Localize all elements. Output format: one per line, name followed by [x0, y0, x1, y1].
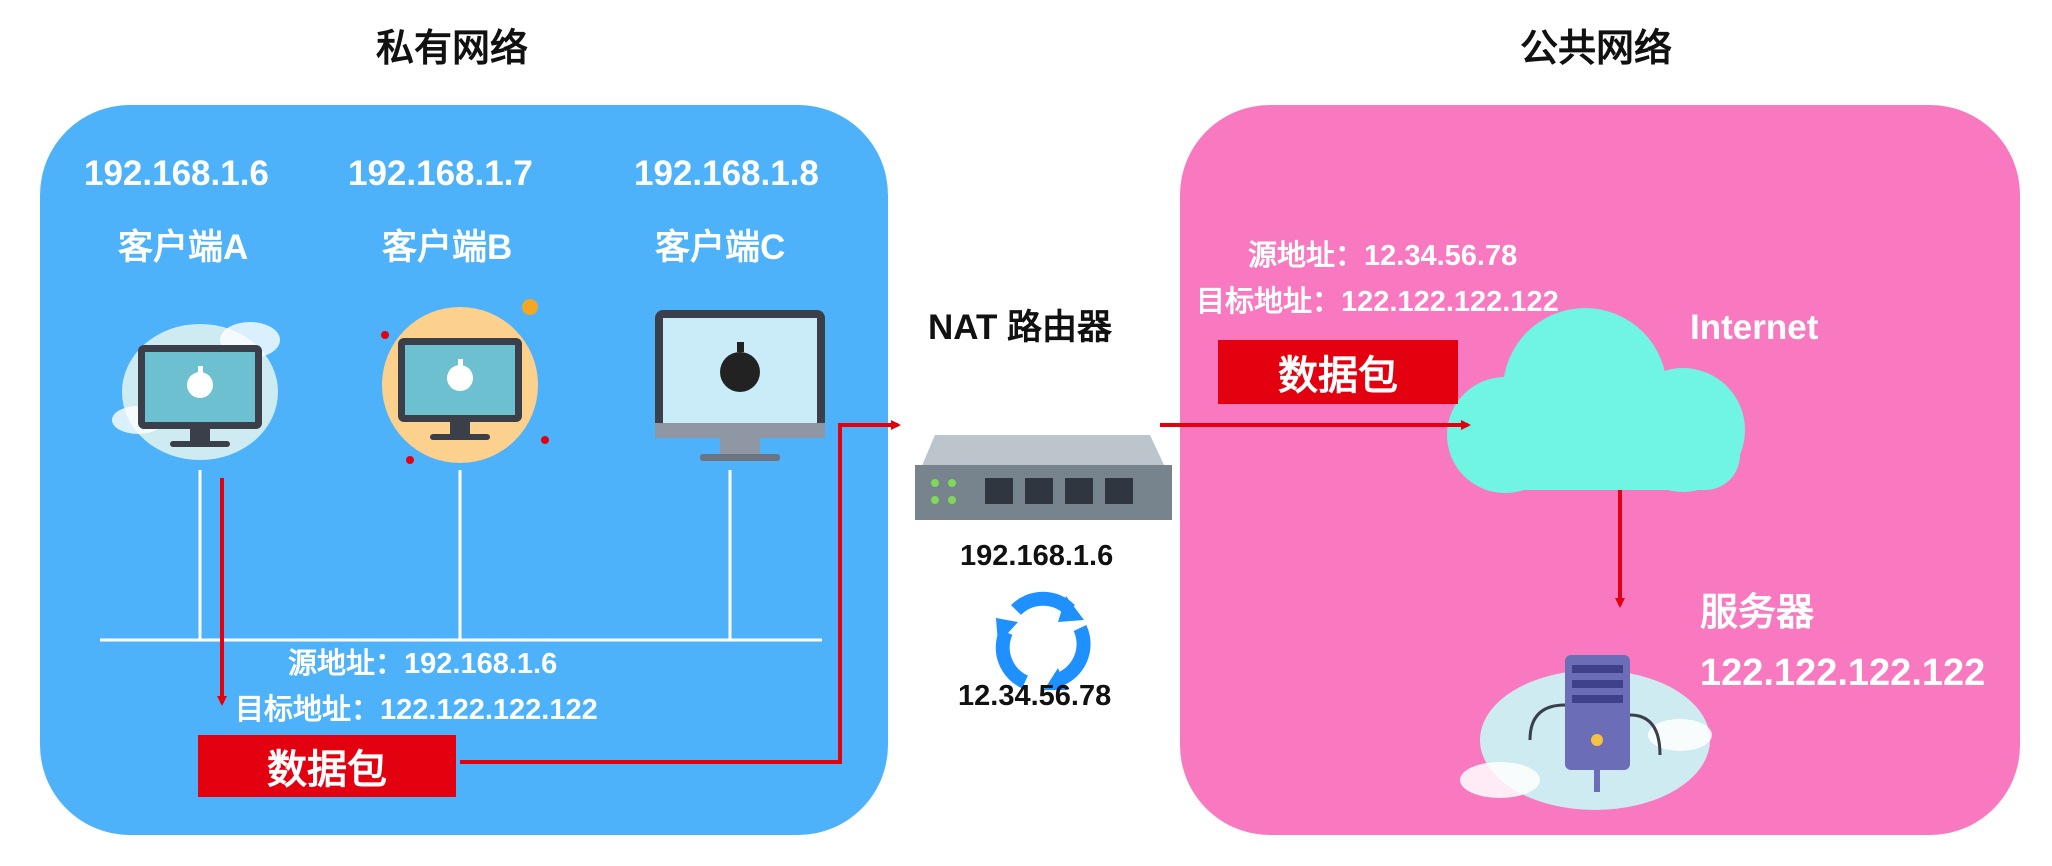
public-packet-badge: 数据包 — [1218, 340, 1458, 404]
server-name: 服务器 — [1700, 592, 1815, 634]
client-b-ip: 192.168.1.7 — [348, 154, 533, 193]
private-packet-src: 源地址：192.168.1.6 — [288, 648, 558, 680]
router-private-ip: 192.168.1.6 — [960, 540, 1114, 572]
client-b-name: 客户端B — [382, 228, 513, 267]
router-title: NAT 路由器 — [928, 308, 1113, 347]
server-ip: 122.122.122.122 — [1700, 652, 1986, 694]
public-packet-dst: 目标地址：122.122.122.122 — [1196, 286, 1559, 318]
client-c-computer-icon — [655, 310, 825, 461]
nat-router-icon — [915, 435, 1172, 520]
private-network-title: 私有网络 — [376, 28, 529, 70]
server-icon — [1460, 655, 1712, 810]
client-a-name: 客户端A — [118, 228, 249, 267]
client-a-computer-icon — [112, 322, 280, 460]
client-c-name: 客户端C — [655, 228, 786, 267]
client-b-computer-icon — [381, 299, 549, 464]
packet-flow-arrows — [217, 420, 1625, 764]
client-c-ip: 192.168.1.8 — [634, 154, 819, 193]
private-packet-dst: 目标地址：122.122.122.122 — [235, 694, 598, 726]
internet-label: Internet — [1690, 308, 1819, 347]
router-public-ip: 12.34.56.78 — [958, 680, 1112, 712]
client-a-ip: 192.168.1.6 — [84, 154, 269, 193]
private-packet-badge: 数据包 — [198, 735, 456, 797]
public-packet-src: 源地址：12.34.56.78 — [1248, 240, 1518, 272]
public-network-title: 公共网络 — [1520, 28, 1673, 70]
internet-cloud-icon — [1447, 308, 1745, 493]
nat-translate-sync-icon — [995, 591, 1091, 690]
private-network-panel — [40, 105, 888, 835]
